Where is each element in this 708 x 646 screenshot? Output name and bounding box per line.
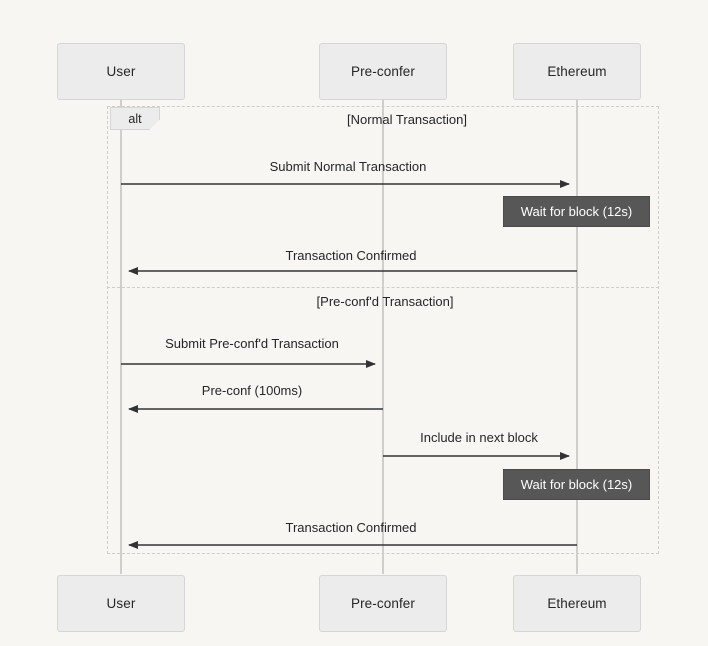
participant-box-ethereum-bottom[interactable]: Ethereum: [513, 575, 641, 632]
participant-label-ethereum: Ethereum: [547, 64, 607, 79]
note-label: Wait for block (12s): [520, 204, 633, 219]
participant-label-ethereum: Ethereum: [547, 596, 607, 611]
alt-fragment-tag-label: alt: [128, 111, 142, 126]
participant-label-preconfer: Pre-confer: [350, 64, 416, 79]
participant-label-preconfer: Pre-confer: [350, 596, 416, 611]
note-wait-for-block-1: Wait for block (12s): [503, 196, 650, 227]
participant-box-preconfer-bottom[interactable]: Pre-confer: [319, 575, 447, 632]
participant-label-user: User: [106, 596, 136, 611]
participant-box-user-bottom[interactable]: User: [57, 575, 185, 632]
message-label-m1: Submit Normal Transaction: [269, 159, 427, 174]
alt-condition-preconfd: [Pre-conf'd Transaction]: [316, 294, 454, 309]
note-label: Wait for block (12s): [520, 477, 633, 492]
note-wait-for-block-2: Wait for block (12s): [503, 469, 650, 500]
alt-fragment-divider: [107, 287, 659, 288]
participant-label-user: User: [106, 64, 136, 79]
participant-box-ethereum-top[interactable]: Ethereum: [513, 43, 641, 100]
alt-fragment-tag: alt: [110, 107, 160, 130]
message-label-m2: Transaction Confirmed: [285, 248, 417, 263]
participant-box-user-top[interactable]: User: [57, 43, 185, 100]
participant-box-preconfer-top[interactable]: Pre-confer: [319, 43, 447, 100]
message-label-m5: Include in next block: [420, 430, 538, 445]
message-label-m4: Pre-conf (100ms): [201, 383, 303, 398]
message-label-m3: Submit Pre-conf'd Transaction: [165, 336, 339, 351]
message-label-m6: Transaction Confirmed: [285, 520, 417, 535]
alt-condition-normal: [Normal Transaction]: [347, 112, 467, 127]
